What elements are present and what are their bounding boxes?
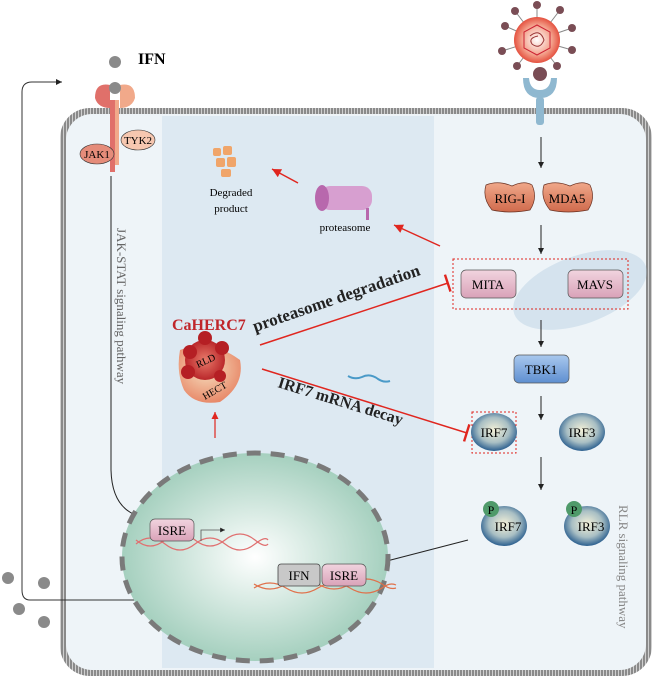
- isre-1: [149, 518, 195, 542]
- mda5: [542, 182, 593, 213]
- caherc7-protein: [178, 331, 241, 403]
- ifn-gene-label: IFN: [289, 568, 311, 583]
- mita-mavs-target-box: [452, 258, 629, 310]
- ifn-label: IFN: [138, 51, 166, 68]
- rlr-pathway-label: RLR signaling pathway: [616, 505, 631, 629]
- irf7: [471, 413, 517, 451]
- p-label-irf7: P: [488, 503, 495, 517]
- mita-label: MITA: [472, 277, 505, 292]
- mita-to-proteasome-arrow: [393, 224, 441, 247]
- jak-stat-pathway-label: JAK-STAT signaling pathway: [114, 228, 129, 385]
- irf3-label: IRF3: [569, 425, 596, 440]
- virus-icon: [498, 1, 576, 81]
- proteasome-to-degraded-arrow: [271, 168, 299, 184]
- ifn-ligands: [2, 56, 121, 628]
- ifn-feedback-arrow: [21, 79, 281, 601]
- irf3: [559, 413, 605, 451]
- ifn-gene: [277, 563, 321, 587]
- mda5-label: MDA5: [549, 191, 586, 206]
- dna-strand: [135, 533, 269, 551]
- ifn-receptor: [95, 82, 135, 172]
- degraded-product-label-1: Degraded: [210, 187, 253, 199]
- ifn-ligand: [13, 603, 25, 615]
- p-label-irf3: P: [571, 503, 578, 517]
- rig-i-label: RIG-I: [494, 191, 525, 206]
- p-irf7-label: IRF7: [495, 519, 522, 534]
- rig-i: [484, 182, 535, 213]
- isre-2: [321, 563, 367, 587]
- phospho-irf3: [566, 501, 582, 517]
- ifn-ligand: [2, 572, 14, 584]
- tyk2-label: TYK2: [124, 135, 152, 147]
- mavs: [567, 269, 624, 299]
- jak1-label: JAK1: [84, 149, 110, 161]
- phospho-irf7: [483, 501, 499, 517]
- isre-2-label: ISRE: [330, 568, 358, 583]
- mita: [460, 269, 517, 299]
- mavs-label: MAVS: [577, 277, 613, 292]
- proteasome-icon: [315, 185, 372, 220]
- tbk1-label: TBK1: [525, 362, 558, 377]
- ifn-ligand: [38, 616, 50, 628]
- p-irf3-label: IRF3: [578, 519, 605, 534]
- tbk1: [513, 354, 570, 384]
- proteasome-label: proteasome: [320, 222, 371, 234]
- tyk2: [120, 129, 156, 151]
- mrna-icon: [347, 374, 391, 383]
- irf7-inhibition-line: [261, 368, 471, 442]
- caherc7-label: CaHERC7: [172, 317, 246, 334]
- degraded-product-icon: [213, 146, 236, 177]
- nucleus: [119, 450, 391, 664]
- rlr-arrows: [382, 137, 544, 564]
- transcription-start-arrow: [200, 527, 225, 541]
- degraded-product-label-2: product: [214, 203, 248, 215]
- rlr-receptor: [523, 78, 557, 125]
- isre-1-label: ISRE: [158, 523, 186, 538]
- mita-inhibition-line: [259, 274, 452, 346]
- ifn-ligand: [109, 56, 121, 68]
- jak1: [79, 143, 115, 165]
- irf7-label: IRF7: [481, 425, 508, 440]
- ifn-ligand: [38, 577, 50, 589]
